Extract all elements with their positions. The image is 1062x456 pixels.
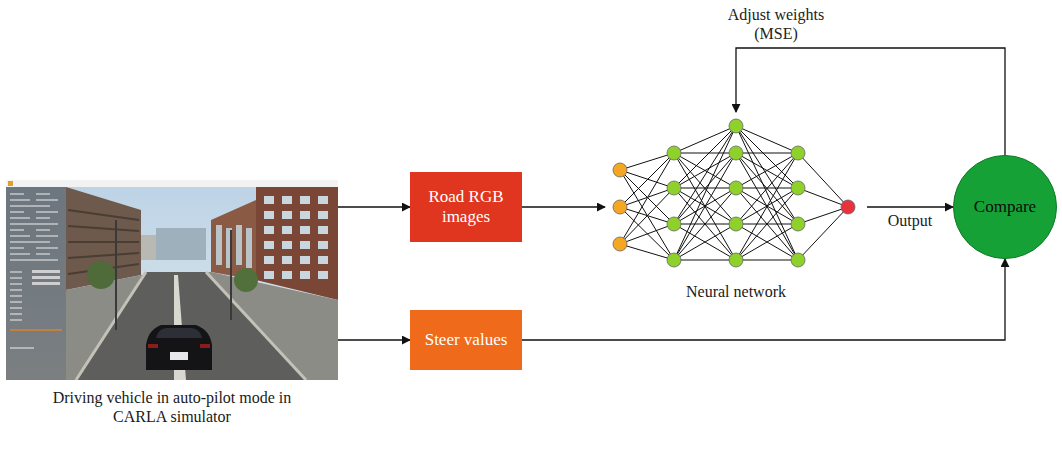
connector bbox=[522, 206, 605, 207]
network-caption: Neural network bbox=[605, 282, 867, 301]
neural-network: Neural network bbox=[605, 112, 867, 301]
connector bbox=[867, 206, 953, 207]
node-label: Road RGB images bbox=[418, 187, 514, 228]
compare-circle: Compare bbox=[953, 155, 1057, 259]
edge-label: Output bbox=[886, 212, 934, 230]
process-box: Road RGB images bbox=[410, 172, 522, 242]
edge-label: Adjust weights (MSE) bbox=[719, 6, 833, 43]
process-box: Steer values bbox=[410, 310, 522, 370]
connector bbox=[338, 206, 410, 207]
node-label: Steer values bbox=[425, 330, 508, 350]
connector bbox=[522, 259, 1005, 340]
image-caption: Driving vehicle in auto-pilot mode in CA… bbox=[6, 388, 338, 426]
connector bbox=[736, 48, 1005, 155]
network-graph bbox=[605, 112, 867, 274]
node-label: Compare bbox=[974, 197, 1036, 217]
simulator-screenshot: Driving vehicle in auto-pilot mode in CA… bbox=[6, 180, 338, 426]
screenshot-image bbox=[6, 180, 338, 380]
connector bbox=[338, 339, 410, 340]
